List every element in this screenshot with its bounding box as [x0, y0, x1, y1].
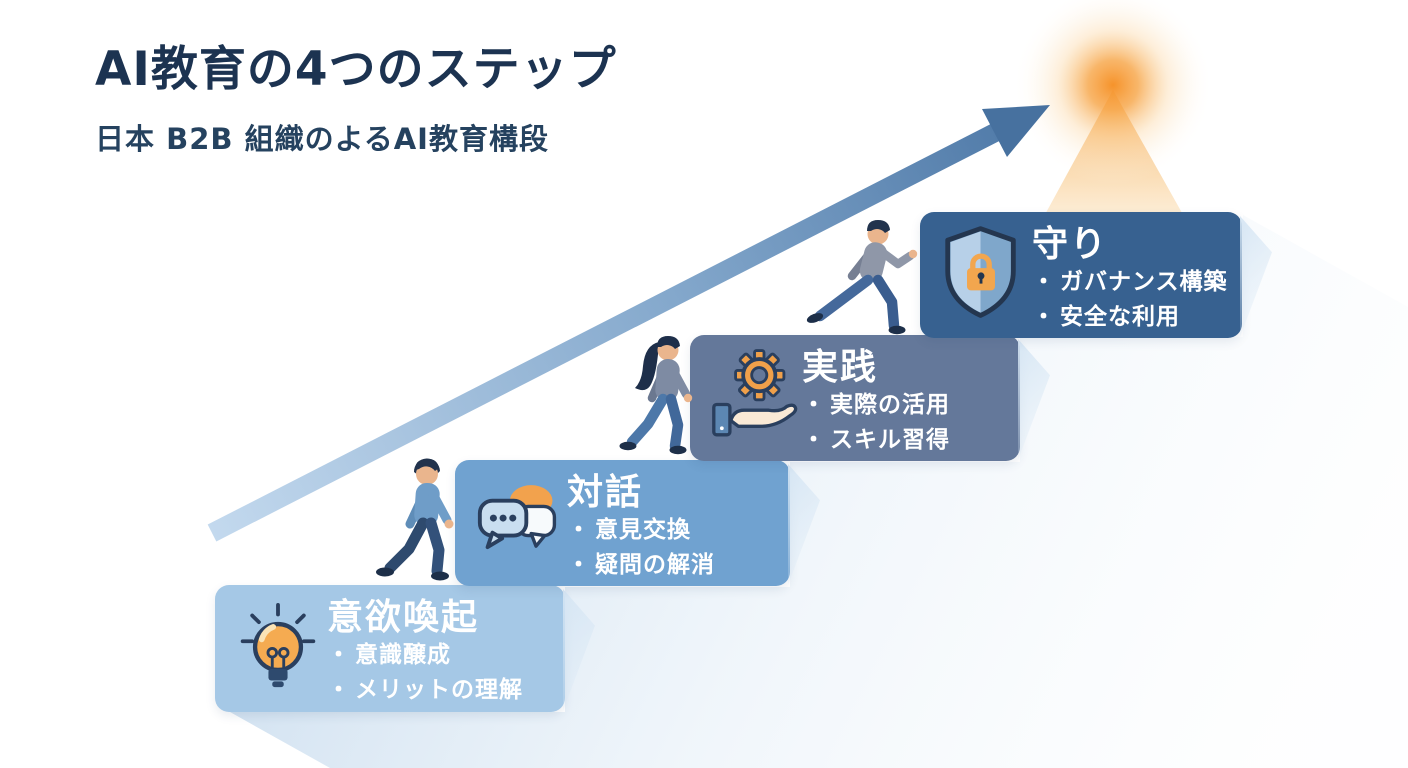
page-subtitle: 日本 B2B 組織のよるAI教育構段	[95, 122, 549, 157]
shield-lock-icon	[940, 224, 1022, 326]
step-card-1: 意欲喚起 ・ 意識醸成 ・ メリットの理解	[215, 585, 595, 712]
step-bullet: ・ 意見交換	[567, 517, 691, 544]
step-bullet: ・ 実際の活用	[802, 392, 950, 419]
step-title: 意欲喚起	[327, 597, 480, 638]
speech-bubbles-icon	[475, 478, 567, 568]
step-bullet: ・ 安全な利用	[1032, 304, 1180, 331]
growth-arrow	[207, 105, 1050, 542]
step-bullet: ・ 疑問の解消	[567, 552, 715, 579]
step-title: 実践	[802, 347, 879, 388]
staircase-shadow	[230, 215, 1408, 768]
step-bullet: ・ 意識醸成	[327, 642, 451, 669]
step-bullet: ・ メリットの理解	[327, 677, 523, 704]
step-bullet: ・ スキル習得	[802, 427, 950, 454]
step-title: 対話	[567, 472, 644, 513]
gear-hand-icon	[710, 344, 800, 452]
step-card-3: 実践 ・ 実際の活用 ・ スキル習得	[690, 335, 1050, 461]
step-card-4: 守り ・ ガバナンス構築 ・ 安全な利用	[920, 212, 1272, 338]
page-title: AI教育の4つのステップ	[95, 42, 617, 97]
step-bullet: ・ ガバナンス構築	[1032, 269, 1228, 296]
walking-man	[376, 458, 454, 581]
goal-glow	[1013, 0, 1213, 185]
lightbulb-icon	[235, 597, 321, 701]
header: AI教育の4つのステップ 日本 B2B 組織のよるAI教育構段	[95, 42, 617, 158]
step-card-2: 対話 ・ 意見交換 ・ 疑問の解消	[455, 460, 820, 586]
walking-woman	[619, 336, 693, 455]
step-title: 守り	[1032, 224, 1109, 265]
running-man	[806, 220, 918, 335]
